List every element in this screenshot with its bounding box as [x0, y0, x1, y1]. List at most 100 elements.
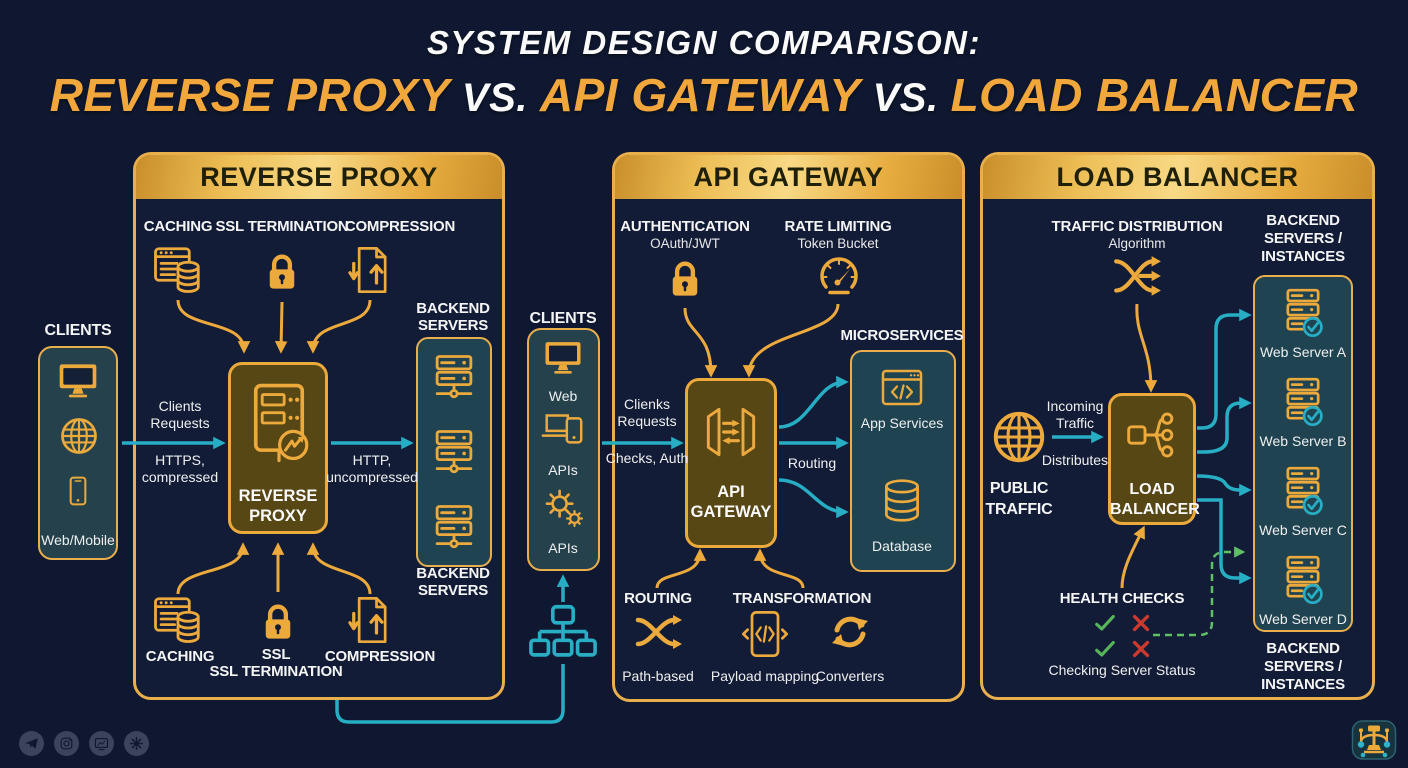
lb-health-caption: Checking Server Status — [1048, 662, 1196, 678]
payload-mapping-icon — [739, 606, 791, 662]
lb-server-b-label: Web Server B — [1259, 433, 1347, 449]
rp-backend-label-bottom: BACKEND SERVERS — [416, 565, 490, 599]
lb-traffic-subtitle: Algorithm — [1108, 236, 1166, 251]
globe-icon — [57, 414, 101, 458]
converters-icon — [826, 608, 874, 656]
gears-icon — [543, 486, 585, 530]
api-request-sub: Checks, Auth — [605, 450, 689, 466]
devices-icon — [537, 404, 589, 450]
subtitle-vs-2: VS. — [872, 76, 939, 120]
api-auth-title: AUTHENTICATION — [620, 218, 750, 235]
subtitle-load-balancer: LOAD BALANCER — [950, 69, 1359, 121]
check-icon — [1094, 612, 1116, 634]
rp-feature-caching-label: CACHING — [143, 218, 213, 235]
lb-server-d-label: Web Server D — [1259, 611, 1347, 627]
subtitle-api-gateway: API GATEWAY — [539, 69, 861, 121]
rp-response-sub: HTTP, uncompressed — [326, 452, 418, 485]
monitor-icon — [540, 336, 586, 378]
clients-mid-box — [527, 328, 600, 571]
smartphone-icon — [62, 466, 94, 516]
instagram-icon — [54, 731, 79, 756]
traffic-split-icon — [1108, 252, 1166, 302]
screen-icon — [89, 731, 114, 756]
server-check-icon — [1277, 553, 1329, 609]
server-icon — [427, 346, 481, 412]
cross-icon — [1130, 638, 1152, 660]
clients-mid-item-apis2: APIs — [548, 540, 578, 556]
server-check-icon — [1277, 464, 1329, 520]
load-balancer-node-label: LOAD BALANCER — [1110, 481, 1200, 518]
shuffle-icon — [630, 608, 686, 656]
subtitle-vs-1: VS. — [461, 76, 528, 120]
subtitle-reverse-proxy: REVERSE PROXY — [49, 69, 450, 121]
load-balancer-panel-title: LOAD BALANCER — [1056, 161, 1299, 192]
lb-backend-label-top: BACKEND SERVERS / INSTANCES — [1261, 212, 1345, 265]
api-service-db: Database — [872, 538, 932, 554]
cache-icon — [149, 592, 207, 646]
api-request-label: Clienks Requests — [617, 396, 677, 429]
api-gateway-panel-title: API GATEWAY — [693, 161, 884, 192]
lb-backend-label-bottom: BACKEND SERVERS / INSTANCES — [1261, 640, 1345, 693]
api-routing-caption: Path-based — [622, 668, 694, 684]
reverse-proxy-node-label: REVERSE PROXY — [238, 487, 318, 525]
load-balancer-node — [1108, 393, 1196, 525]
compression-file-icon — [344, 242, 396, 298]
cross-icon — [1130, 612, 1152, 634]
api-gateway-node-label: API GATEWAY — [690, 483, 772, 521]
rp-request-label: Clients Requests — [150, 398, 210, 431]
monitor-icon — [54, 358, 102, 402]
api-routing-title: ROUTING — [624, 590, 692, 607]
code-window-icon — [875, 364, 929, 412]
server-check-icon — [1277, 286, 1329, 342]
balance-logo — [1351, 720, 1397, 760]
check-icon — [1094, 638, 1116, 660]
lock-icon — [664, 252, 706, 306]
api-transform-caption-1: Payload mapping — [710, 668, 820, 684]
lb-public-traffic-label: PUBLIC TRAFFIC — [985, 480, 1053, 518]
lb-server-a-label: Web Server A — [1259, 344, 1347, 360]
page-title: SYSTEM DESIGN COMPARISON: — [427, 24, 981, 61]
rp-feature-caching-label-bottom: CACHING — [145, 648, 215, 665]
gauge-icon — [815, 252, 863, 302]
load-balancer-icon — [1122, 407, 1182, 463]
lb-incoming-label: Incoming Traffic — [1046, 398, 1104, 431]
rp-feature-ssl-label: SSL TERMINATION — [215, 218, 349, 235]
clients-left-caption: Web/Mobile — [41, 532, 115, 548]
compression-file-icon — [344, 592, 396, 648]
api-auth-subtitle: OAuth/JWT — [650, 236, 720, 251]
lb-distributes-label: Distributes — [1041, 452, 1109, 468]
database-icon — [877, 472, 927, 530]
server-check-icon — [1277, 375, 1329, 431]
telegram-icon — [19, 731, 44, 756]
rp-feature-compression-label: COMPRESSION — [344, 218, 456, 235]
rp-feature-ssl-termination-label: SSL TERMINATION — [209, 663, 343, 680]
lock-icon — [257, 596, 299, 648]
clients-mid-item-apis: APIs — [548, 462, 578, 478]
reverse-proxy-node — [228, 362, 328, 534]
api-transform-title: TRANSFORMATION — [732, 590, 872, 607]
clients-left-label: CLIENTS — [44, 322, 112, 339]
gateway-icon — [699, 394, 763, 470]
lb-health-title: HEALTH CHECKS — [1059, 590, 1185, 607]
rp-backend-label-top: BACKEND SERVERS — [416, 300, 490, 334]
clients-mid-label: CLIENTS — [529, 310, 597, 327]
api-rate-subtitle: Token Bucket — [797, 236, 879, 251]
lb-server-c-label: Web Server C — [1259, 522, 1347, 538]
api-gateway-panel-header: API GATEWAY — [615, 155, 962, 199]
server-icon — [427, 421, 481, 487]
load-balancer-panel-header: LOAD BALANCER — [983, 155, 1372, 199]
rp-request-sub: HTTPS, compressed — [141, 452, 219, 485]
lock-icon — [261, 246, 303, 298]
api-service-app: App Services — [860, 415, 944, 431]
reverse-proxy-panel-header: REVERSE PROXY — [136, 155, 502, 199]
api-microservices-label: MICROSERVICES — [840, 327, 964, 344]
rp-feature-ssl-short-label: SSL — [261, 646, 291, 663]
clients-mid-item-web: Web — [548, 388, 578, 404]
cache-icon — [149, 242, 207, 296]
network-tree-icon — [528, 602, 598, 664]
api-gateway-node — [685, 378, 777, 548]
reverse-proxy-panel-title: REVERSE PROXY — [200, 161, 438, 192]
lb-traffic-title: TRAFFIC DISTRIBUTION — [1051, 218, 1223, 235]
